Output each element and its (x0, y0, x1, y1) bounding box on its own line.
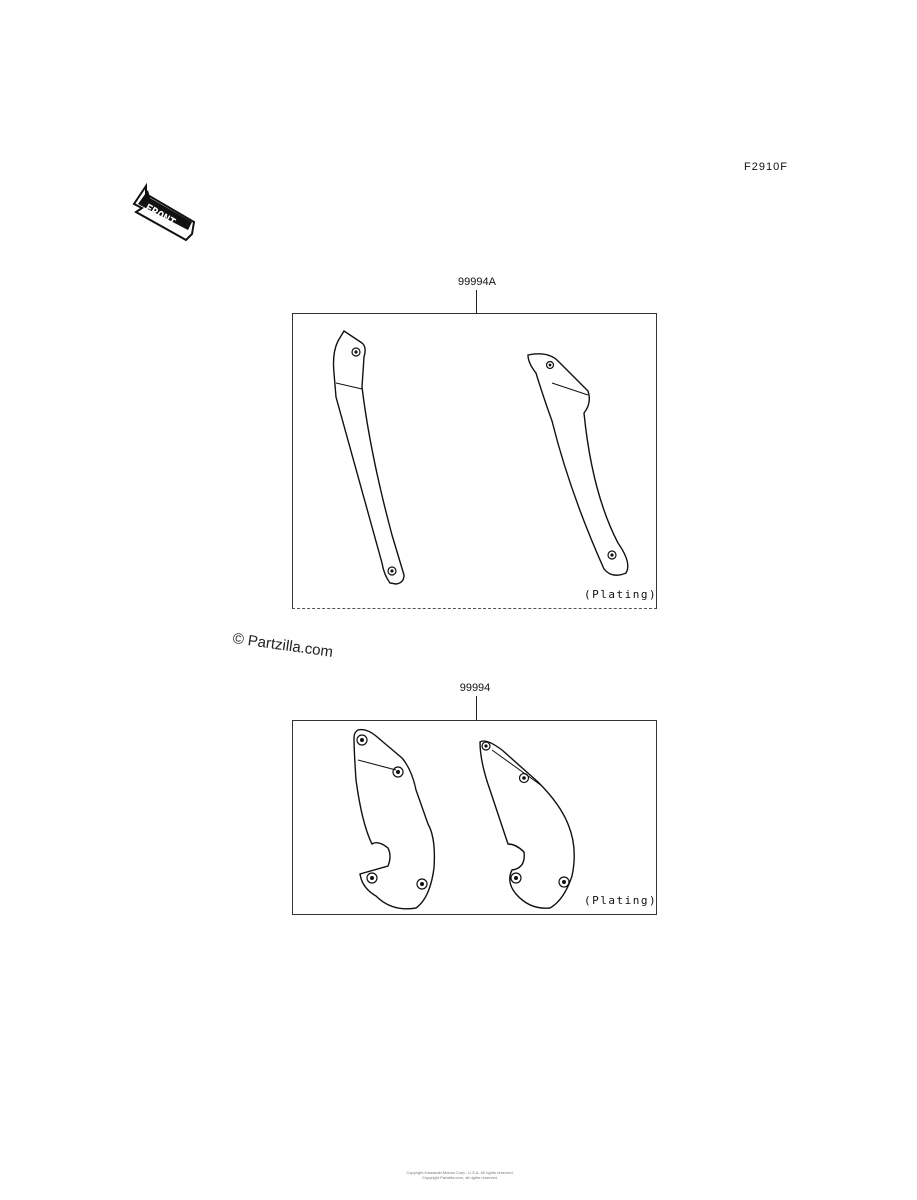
footer-line: Copyright Partzilla.com, all rights rese… (421, 1175, 499, 1180)
long-bracket-left (332, 330, 629, 585)
short-bracket (353, 728, 575, 910)
leader-line (476, 696, 477, 721)
part-panel (292, 313, 657, 609)
watermark: © Partzilla.com (231, 630, 335, 661)
part-number-callout: 99994A (458, 276, 496, 288)
footer-line: Copyright Kawasaki Motors Corp., U.S.A. … (406, 1170, 514, 1175)
plating-note: (Plating) (584, 894, 658, 907)
front-arrow-icon: FRONT (132, 182, 196, 242)
figure-code: F2910F (744, 161, 788, 173)
copyright-footer: Copyright Kawasaki Motors Corp., U.S.A. … (300, 1170, 620, 1180)
plating-note: (Plating) (584, 588, 658, 601)
leader-line (476, 290, 477, 313)
part-panel (292, 720, 657, 915)
part-number-callout: 99994 (459, 682, 491, 694)
